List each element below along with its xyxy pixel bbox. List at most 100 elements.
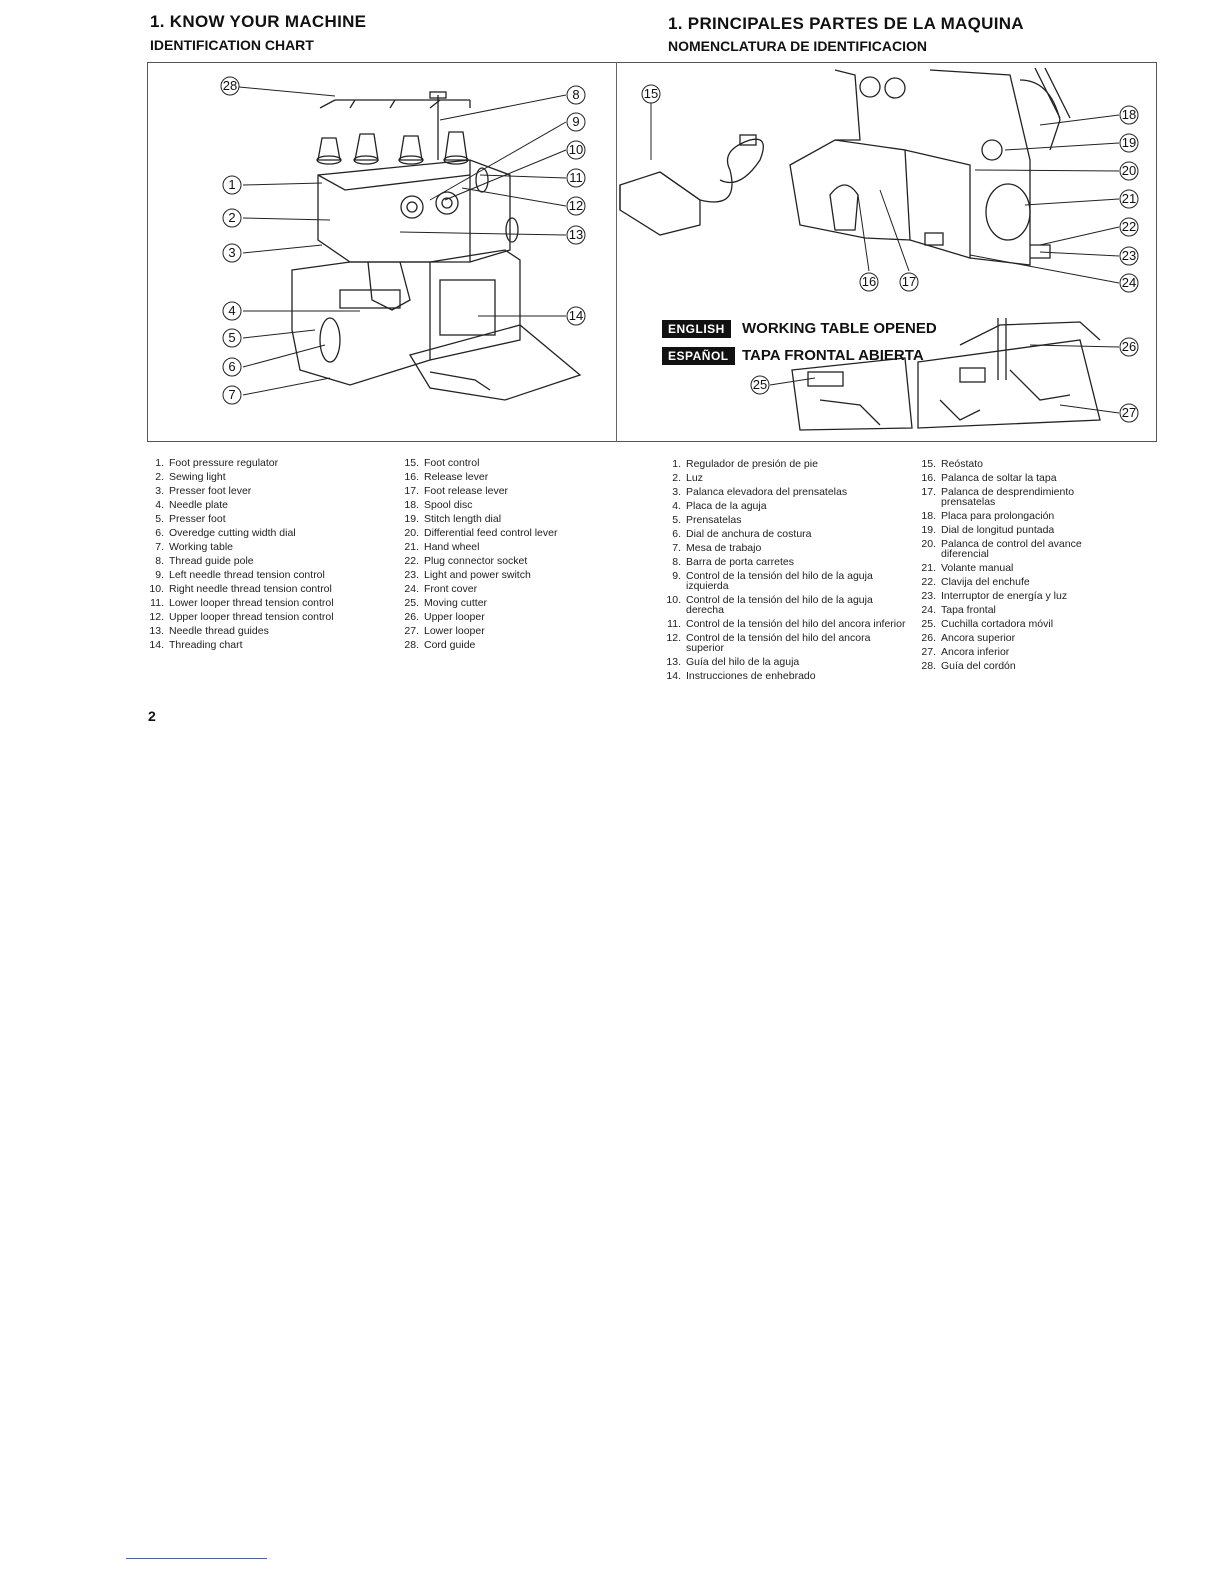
frame-divider: [616, 62, 617, 442]
callout-12-label: 12: [569, 198, 583, 213]
list-item: 6.Overedge cutting width dial: [140, 526, 380, 540]
list-item-label: Differential feed control lever: [424, 527, 558, 539]
list-item: 17.Foot release lever: [395, 484, 635, 498]
list-item-label: Barra de porta carretes: [686, 556, 794, 568]
list-item-number: 2.: [155, 471, 164, 483]
list-item-label: Presser foot: [169, 513, 226, 525]
list-item-number: 11.: [150, 597, 164, 609]
callout-17-label: 17: [902, 274, 916, 289]
list-item-label: Regulador de presión de pie: [686, 458, 818, 470]
list-item-number: 8.: [672, 556, 681, 568]
list-item: 11.Control de la tensión del hilo del an…: [657, 618, 907, 630]
list-item-label: Tapa frontal: [941, 604, 996, 616]
list-item-number: 20.: [404, 527, 419, 539]
list-item: 13.Needle thread guides: [140, 624, 380, 638]
list-item: 26.Upper looper: [395, 610, 635, 624]
callout-14: [566, 306, 586, 326]
machine-illustration: 28 1 2 3 4 5 6 7 8 9 10 11 12 13 14 15 1…: [220, 67, 1139, 431]
spanish-badge: ESPAÑOL: [662, 347, 735, 365]
list-item-label: Needle plate: [169, 499, 228, 511]
callout-10-label: 10: [569, 142, 583, 157]
working-table-drawing: [791, 318, 1101, 431]
callout-1: [222, 175, 242, 195]
callout-7: [222, 385, 242, 405]
list-item-number: 23.: [921, 590, 936, 602]
callout-5-label: 5: [228, 330, 235, 345]
footer-rule: [126, 1558, 267, 1559]
callout-6: [222, 357, 242, 377]
list-item-label: Interruptor de energía y luz: [941, 590, 1068, 602]
callout-13: [566, 225, 586, 245]
list-item-label: Reóstato: [941, 458, 984, 470]
list-item-label: Hand wheel: [424, 541, 480, 553]
list-item: 23.Light and power switch: [395, 568, 635, 582]
list-item: 4.Needle plate: [140, 498, 380, 512]
list-item-label: Volante manual: [941, 562, 1014, 574]
list-item-label: Mesa de trabajo: [686, 542, 762, 554]
callout-15: [641, 84, 661, 104]
callout-10: [566, 140, 586, 160]
list-item-label: Palanca elevadora del prensatelas: [686, 486, 848, 498]
callout-5: [222, 328, 242, 348]
callout-2: [222, 208, 242, 228]
list-item-number: 6.: [672, 528, 681, 540]
list-item-number: 14.: [149, 639, 164, 651]
list-item: 16.Release lever: [395, 470, 635, 484]
working-table-title-en: WORKING TABLE OPENED: [742, 320, 937, 337]
list-item-label: Upper looper: [424, 611, 485, 623]
list-item-number: 19.: [404, 513, 419, 525]
callout-27: [1119, 403, 1139, 423]
list-item-label: Prensatelas: [686, 514, 742, 526]
list-item-number: 5.: [155, 513, 164, 525]
list-item-label: Foot release lever: [424, 485, 509, 497]
list-item-label: Left needle thread tension control: [169, 569, 325, 581]
list-item: 25.Cuchilla cortadora móvil: [912, 618, 1112, 630]
list-item-label: Front cover: [424, 583, 478, 595]
english-title: 1. KNOW YOUR MACHINE: [150, 12, 367, 31]
spanish-subtitle: NOMENCLATURA DE IDENTIFICACION: [668, 38, 927, 54]
list-item-number: 3.: [672, 486, 681, 498]
callout-21: [1119, 189, 1139, 209]
list-item-label: Guía del hilo de la aguja: [686, 656, 800, 668]
list-item-number: 10.: [149, 583, 164, 595]
callout-8: [566, 85, 586, 105]
callout-19: [1119, 133, 1139, 153]
callout-3-label: 3: [228, 245, 235, 260]
callout-23: [1119, 246, 1139, 266]
list-item-number: 11.: [667, 618, 681, 630]
callout-4-label: 4: [228, 303, 235, 318]
list-item: 15.Reóstato: [912, 458, 1112, 470]
list-item-label: Working table: [169, 541, 234, 553]
list-item-number: 24.: [404, 583, 419, 595]
list-item-label: Ancora inferior: [941, 646, 1010, 658]
list-item-number: 17.: [921, 486, 936, 498]
list-item-label: Lower looper: [424, 625, 485, 637]
callout-27-label: 27: [1122, 405, 1136, 420]
list-item: 10.Control de la tensión del hilo de la …: [657, 595, 907, 616]
list-item: 7.Working table: [140, 540, 380, 554]
callout-22-label: 22: [1122, 219, 1136, 234]
right-leader-lines: [650, 103, 1120, 414]
list-item: 12.Control de la tensión del hilo del an…: [657, 633, 907, 654]
list-item-number: 22.: [921, 576, 936, 588]
callout-15-label: 15: [644, 86, 658, 101]
serger-drawing: [291, 91, 582, 401]
list-item-label: Cuchilla cortadora móvil: [941, 618, 1054, 630]
list-item: 7.Mesa de trabajo: [657, 542, 907, 554]
list-item: 8.Thread guide pole: [140, 554, 380, 568]
list-item-label: Presser foot lever: [169, 485, 252, 497]
callout-7-label: 7: [228, 387, 235, 402]
callout-3: [222, 243, 242, 263]
list-item: 25.Moving cutter: [395, 596, 635, 610]
list-item: 11.Lower looper thread tension control: [140, 596, 380, 610]
list-item-label: Dial de longitud puntada: [941, 524, 1055, 536]
english-subtitle: IDENTIFICATION CHART: [150, 37, 314, 53]
list-item: 22.Plug connector socket: [395, 554, 635, 568]
callout-23-label: 23: [1122, 248, 1136, 263]
list-item-number: 5.: [672, 514, 681, 526]
list-item: 27.Ancora inferior: [912, 646, 1112, 658]
list-item-number: 1.: [672, 458, 681, 470]
